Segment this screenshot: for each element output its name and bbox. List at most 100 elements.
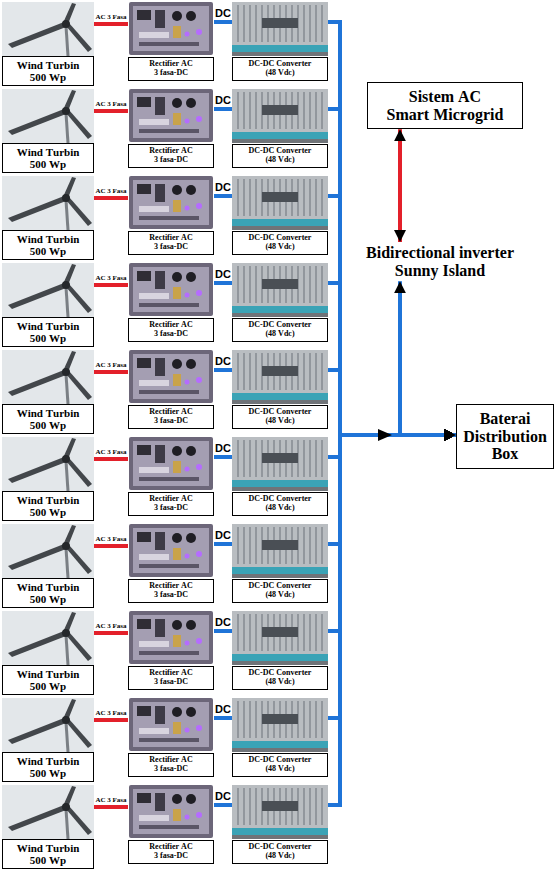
picture-slot bbox=[232, 350, 328, 405]
label-frame: Rectifier AC 3 fasa-DC bbox=[128, 144, 214, 168]
picture-slot bbox=[128, 263, 214, 318]
turbine-box: Wind Turbin 500 Wp bbox=[2, 437, 94, 521]
connector-label: AC 3 Fasa bbox=[95, 797, 126, 804]
node-text: Sistem AC Smart Microgrid bbox=[386, 88, 504, 123]
converter-box: DC-DC Converter (48 Vdc) bbox=[232, 698, 328, 777]
label-frame: DC-DC Converter (48 Vdc) bbox=[232, 579, 328, 603]
connector-line bbox=[214, 542, 232, 546]
row-pictures bbox=[2, 2, 328, 839]
connector-line bbox=[328, 435, 456, 805]
rectifier-picture bbox=[129, 611, 213, 664]
converter-picture bbox=[232, 176, 328, 230]
connector-label: AC 3 Fasa bbox=[95, 623, 126, 630]
label-frame: DC-DC Converter (48 Vdc) bbox=[232, 492, 328, 516]
connector-line bbox=[328, 283, 456, 435]
label-frame: Wind Turbin 500 Wp bbox=[2, 752, 94, 782]
node-text: DC-DC Converter (48 Vdc) bbox=[247, 669, 313, 687]
connector-line bbox=[214, 281, 232, 285]
picture-slot bbox=[2, 437, 94, 491]
label-frame: Rectifier AC 3 fasa-DC bbox=[128, 666, 214, 690]
label-frame: DC-DC Converter (48 Vdc) bbox=[232, 405, 328, 429]
label-frame: DC-DC Converter (48 Vdc) bbox=[232, 666, 328, 690]
connector-line bbox=[94, 22, 128, 26]
node-text: DC-DC Converter (48 Vdc) bbox=[247, 234, 313, 252]
converter-picture bbox=[232, 785, 328, 839]
node-text: DC-DC Converter (48 Vdc) bbox=[247, 147, 313, 165]
battery-box: Baterai Distribution Box bbox=[456, 404, 554, 469]
node-text: Baterai Distribution Box bbox=[461, 410, 549, 463]
node-text: Rectifier AC 3 fasa-DC bbox=[147, 756, 195, 774]
rectifier-picture bbox=[129, 785, 213, 838]
connector-line bbox=[94, 805, 128, 809]
label-frame: DC-DC Converter (48 Vdc) bbox=[232, 318, 328, 342]
connector-label: DC bbox=[215, 443, 231, 454]
connector-label: DC bbox=[215, 356, 231, 367]
node-text: Wind Turbin 500 Wp bbox=[13, 755, 82, 779]
converter-box: DC-DC Converter (48 Vdc) bbox=[232, 2, 328, 81]
node-text: Bidirectional inverter Sunny Island bbox=[364, 244, 516, 279]
node-text: Rectifier AC 3 fasa-DC bbox=[147, 582, 195, 600]
connector-line bbox=[328, 435, 456, 457]
connector-label: DC bbox=[215, 95, 231, 106]
node-text: Rectifier AC 3 fasa-DC bbox=[147, 321, 195, 339]
connector-line bbox=[398, 129, 402, 242]
turbine-box: Wind Turbin 500 Wp bbox=[2, 611, 94, 695]
label-frame: Rectifier AC 3 fasa-DC bbox=[128, 318, 214, 342]
node-text: Wind Turbin 500 Wp bbox=[13, 59, 82, 83]
label-frame: Wind Turbin 500 Wp bbox=[2, 491, 94, 521]
converter-box: DC-DC Converter (48 Vdc) bbox=[232, 176, 328, 255]
label-frame: DC-DC Converter (48 Vdc) bbox=[232, 231, 328, 255]
node-text: DC-DC Converter (48 Vdc) bbox=[247, 321, 313, 339]
connector-line bbox=[94, 457, 128, 461]
wind-turbine-picture bbox=[2, 176, 94, 230]
connector-line bbox=[328, 370, 456, 435]
connector-line bbox=[94, 196, 128, 200]
label-frame: DC-DC Converter (48 Vdc) bbox=[232, 753, 328, 777]
inverter-block: Bidirectional inverter Sunny Island bbox=[360, 242, 520, 281]
connector-line bbox=[328, 435, 456, 631]
connector-line bbox=[214, 629, 232, 633]
connector-line bbox=[214, 803, 232, 807]
connector-line bbox=[94, 544, 128, 548]
rectifier-picture bbox=[129, 698, 213, 751]
connector-line bbox=[400, 281, 456, 435]
connector-line bbox=[214, 716, 232, 720]
rectifier-box: Rectifier AC 3 fasa-DC bbox=[128, 611, 214, 690]
connector-label: DC bbox=[215, 704, 231, 715]
node-text: Wind Turbin 500 Wp bbox=[13, 842, 82, 866]
label-frame: Sistem AC Smart Microgrid bbox=[367, 82, 523, 129]
rectifier-box: Rectifier AC 3 fasa-DC bbox=[128, 698, 214, 777]
node-text: Wind Turbin 500 Wp bbox=[13, 494, 82, 518]
node-text: Rectifier AC 3 fasa-DC bbox=[147, 408, 195, 426]
picture-slot bbox=[128, 176, 214, 231]
connector-label: DC bbox=[215, 8, 231, 19]
connector-label: AC 3 Fasa bbox=[95, 275, 126, 282]
rectifier-picture bbox=[129, 89, 213, 142]
turbine-box: Wind Turbin 500 Wp bbox=[2, 176, 94, 260]
connector-label: DC bbox=[215, 617, 231, 628]
converter-picture bbox=[232, 524, 328, 578]
node-text: Wind Turbin 500 Wp bbox=[13, 407, 82, 431]
rectifier-box: Rectifier AC 3 fasa-DC bbox=[128, 176, 214, 255]
picture-slot bbox=[232, 524, 328, 579]
connector-label: DC bbox=[215, 530, 231, 541]
wind-turbine-picture bbox=[2, 2, 94, 56]
connector-line bbox=[214, 107, 232, 111]
wind-turbine-picture bbox=[2, 89, 94, 143]
picture-slot bbox=[128, 524, 214, 579]
turbine-box: Wind Turbin 500 Wp bbox=[2, 524, 94, 608]
connector-label: AC 3 Fasa bbox=[95, 188, 126, 195]
connector-line bbox=[94, 370, 128, 374]
rectifier-picture bbox=[129, 524, 213, 577]
connector-line bbox=[94, 109, 128, 113]
label-frame: Rectifier AC 3 fasa-DC bbox=[128, 492, 214, 516]
node-text: Rectifier AC 3 fasa-DC bbox=[147, 147, 195, 165]
converter-picture bbox=[232, 263, 328, 317]
label-frame: Wind Turbin 500 Wp bbox=[2, 56, 94, 86]
rectifier-box: Rectifier AC 3 fasa-DC bbox=[128, 89, 214, 168]
converter-picture bbox=[232, 611, 328, 665]
rectifier-picture bbox=[129, 263, 213, 316]
node-text: Rectifier AC 3 fasa-DC bbox=[147, 60, 195, 78]
